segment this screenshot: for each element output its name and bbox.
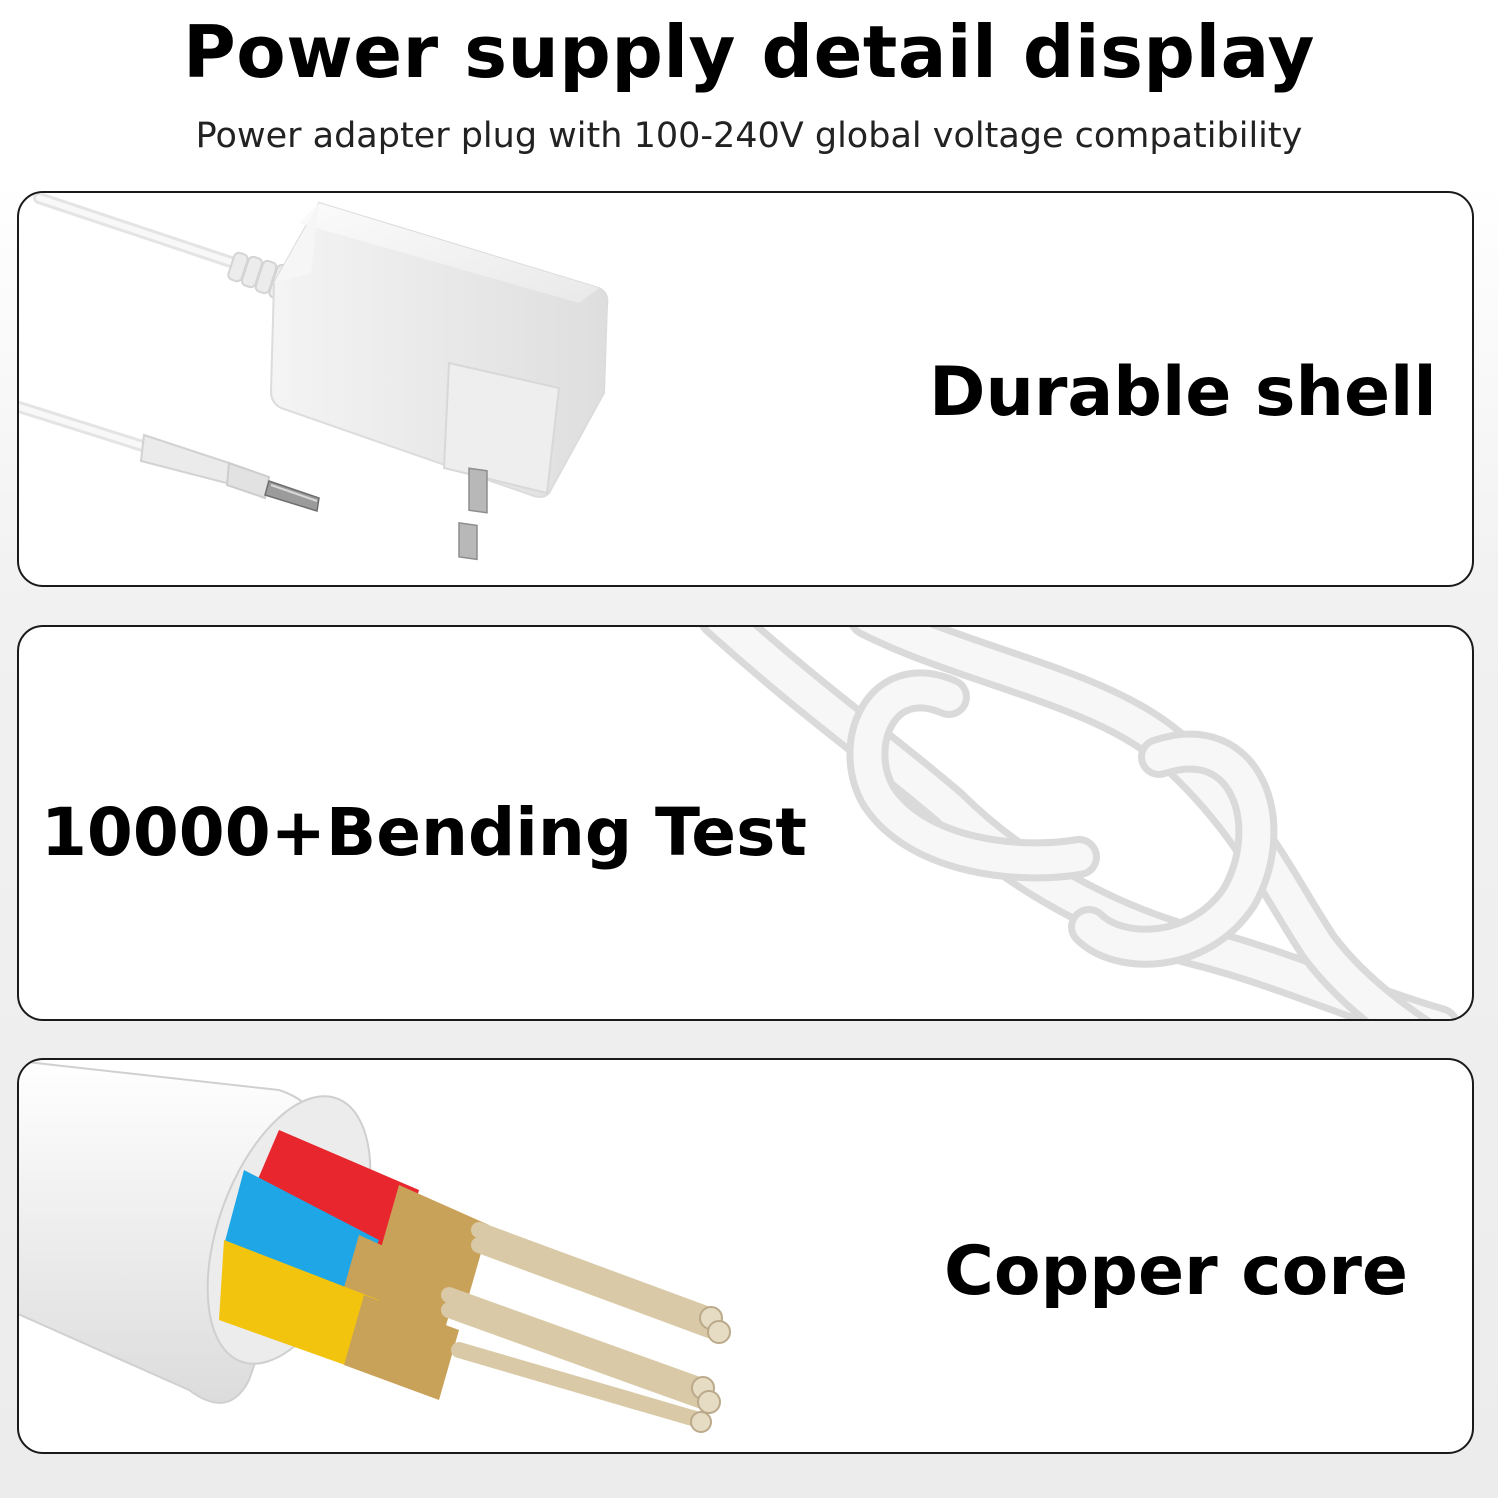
feature-panel-bending-test: 10000+Bending Test <box>17 625 1474 1021</box>
page-title: Power supply detail display <box>183 10 1315 94</box>
copper-core-cable-image <box>19 1060 731 1433</box>
knotted-cable-image <box>699 627 1460 1019</box>
feature-label-bending-test: 10000+Bending Test <box>41 794 807 871</box>
feature-panel-copper-core: Copper core <box>17 1058 1474 1454</box>
feature-label-durable-shell: Durable shell <box>929 353 1437 432</box>
page-subtitle: Power adapter plug with 100-240V global … <box>195 116 1303 156</box>
feature-label-copper-core: Copper core <box>944 1232 1408 1311</box>
feature-panel-durable-shell: Durable shell <box>17 191 1474 587</box>
power-adapter-image <box>19 193 609 561</box>
